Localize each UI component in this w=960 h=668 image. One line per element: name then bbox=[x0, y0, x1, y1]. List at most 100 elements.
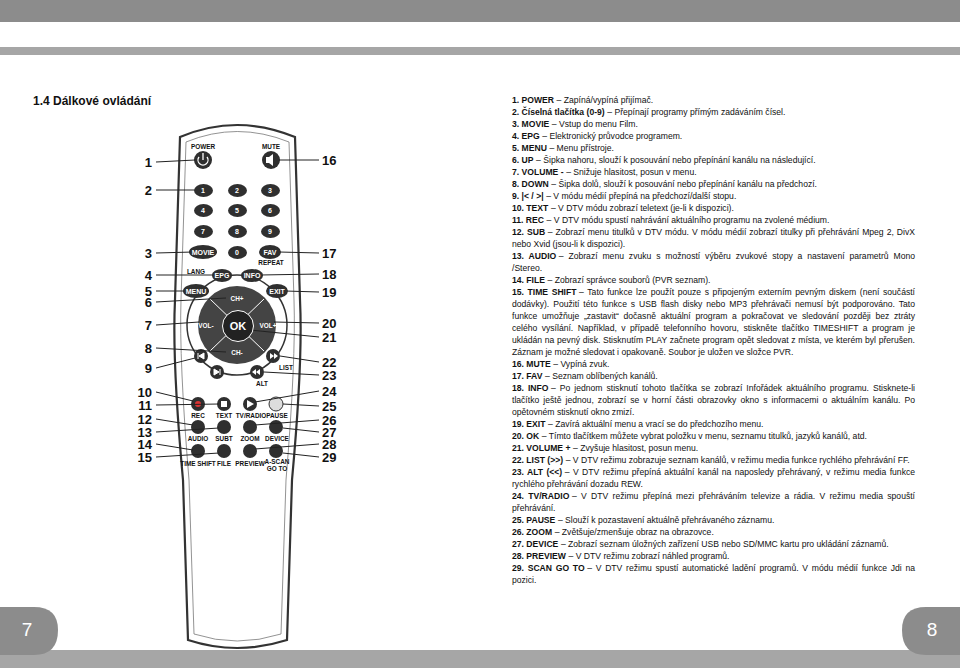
item-key: 18. INFO bbox=[512, 383, 548, 393]
item-text: – Tato funkce lze použít pouze s připoje… bbox=[512, 287, 915, 357]
callout-number: 9 bbox=[145, 361, 152, 376]
callout-number: 28 bbox=[322, 437, 336, 452]
item-key: 9. |< / >| bbox=[512, 191, 544, 201]
button-label: A-SCAN GO TO bbox=[263, 458, 291, 472]
item-key: 17. FAV bbox=[512, 371, 542, 381]
button-label: POWER bbox=[191, 143, 215, 150]
callout-number: 6 bbox=[145, 295, 152, 310]
item-text: – Zvětšuje/zmenšuje obraz na obrazovce. bbox=[555, 527, 714, 537]
item-key: 7. VOLUME - bbox=[512, 167, 564, 177]
item-text: – Tímto tlačítkem můžete vybrat položku … bbox=[542, 431, 867, 441]
list-item: 23. ALT (<<)– V DTV režimu přepíná aktuá… bbox=[512, 466, 915, 490]
button-label: SUBT bbox=[215, 435, 232, 442]
remote-button: 5 bbox=[228, 204, 247, 217]
callout-number: 3 bbox=[145, 246, 152, 261]
item-text: – Šipka nahoru, slouží k posouvání nebo … bbox=[536, 155, 816, 165]
remote-button: 4 bbox=[194, 204, 213, 217]
callout-number: 7 bbox=[145, 318, 152, 333]
button-text: 8 bbox=[235, 228, 239, 235]
callout-number: 17 bbox=[322, 246, 336, 261]
item-key: 20. OK bbox=[512, 431, 539, 441]
remote-button: MENU bbox=[183, 284, 210, 298]
button-label: CH+ bbox=[231, 295, 244, 302]
list-item: 29. SCAN GO TO– V DTV režimu spustí auto… bbox=[512, 562, 915, 586]
callout-number: 12 bbox=[138, 412, 152, 427]
page-tab bbox=[0, 607, 58, 655]
remote-button: 7 bbox=[194, 225, 213, 238]
item-key: 21. VOLUME + bbox=[512, 443, 571, 453]
item-key: 29. SCAN GO TO bbox=[512, 563, 585, 573]
item-text: – Zobrazí správce souborů (PVR seznam). bbox=[548, 275, 711, 285]
item-key: 2. Číselná tlačítka (0-9) bbox=[512, 107, 605, 117]
button-label: REC bbox=[191, 412, 205, 419]
item-text: – Zobrazí menu zvuku s možností výběru z… bbox=[512, 251, 915, 273]
item-key: 6. UP bbox=[512, 155, 534, 165]
button-text: MOVIE bbox=[192, 249, 215, 256]
page-tab bbox=[902, 607, 960, 655]
button-text: 2 bbox=[235, 187, 239, 194]
button-label: TEXT bbox=[216, 412, 232, 419]
item-text: – V módu médií přepíná na předchozí/dalš… bbox=[546, 191, 736, 201]
callout-number: 1 bbox=[145, 155, 152, 170]
item-text: – V DTV režimu zobrazuje seznam kanálů, … bbox=[566, 455, 910, 465]
list-item: 11. REC– V DTV módu spustí nahrávání akt… bbox=[512, 214, 915, 226]
item-text: – Vstup do menu Film. bbox=[552, 119, 638, 129]
button-text: MENU bbox=[186, 288, 207, 295]
button-text: 9 bbox=[268, 228, 272, 235]
page-number: 8 bbox=[927, 619, 938, 641]
button-label: REPEAT bbox=[258, 259, 283, 266]
item-text: – V DTV režimu zobrazí náhled programů. bbox=[569, 551, 730, 561]
item-text: – Zobrazí menu titulků v DTV módu. V mód… bbox=[512, 227, 915, 249]
top-rule bbox=[0, 47, 960, 55]
item-text: – Snižuje hlasitost, posun v menu. bbox=[566, 167, 696, 177]
button-label: VOL- bbox=[198, 322, 213, 329]
callout-number: 10 bbox=[138, 385, 152, 400]
item-key: 13. AUDIO bbox=[512, 251, 556, 261]
list-item: 21. VOLUME +– Zvyšuje hlasitost, posun m… bbox=[512, 442, 915, 454]
button-label: PAUSE bbox=[266, 412, 288, 419]
list-item: 28. PREVIEW– V DTV režimu zobrazí náhled… bbox=[512, 550, 915, 562]
item-text: – V DTV režimu přepíná aktuální kanál na… bbox=[512, 467, 915, 489]
button-label: MUTE bbox=[262, 143, 280, 150]
remote-button: MOVIE bbox=[189, 245, 218, 259]
callout-number: 20 bbox=[322, 316, 336, 331]
callout-number: 8 bbox=[145, 341, 152, 356]
list-item: 9. |< / >|– V módu médií přepíná na před… bbox=[512, 190, 915, 202]
remote-body bbox=[174, 125, 300, 648]
item-key: 10. TEXT bbox=[512, 203, 548, 213]
list-item: 5. MENU– Menu přístroje. bbox=[512, 142, 915, 154]
callout-number: 29 bbox=[322, 450, 336, 465]
description-list: 1. POWER– Zapíná/vypíná přijímač.2. Číse… bbox=[512, 94, 915, 586]
callout-number: 19 bbox=[322, 285, 336, 300]
list-item: 6. UP– Šipka nahoru, slouží k posouvání … bbox=[512, 154, 915, 166]
list-item: 20. OK– Tímto tlačítkem můžete vybrat po… bbox=[512, 430, 915, 442]
section-title: 1.4 Dálkové ovládání bbox=[33, 94, 151, 108]
list-item: 4. EPG– Elektronický průvodce programem. bbox=[512, 130, 915, 142]
button-text: 6 bbox=[268, 207, 272, 214]
button-text: FAV bbox=[263, 249, 276, 256]
list-item: 22. LIST (>>)– V DTV režimu zobrazuje se… bbox=[512, 454, 915, 466]
item-text: – Slouží k pozastavení aktuálně přehráva… bbox=[558, 515, 774, 525]
list-item: 3. MOVIE– Vstup do menu Film. bbox=[512, 118, 915, 130]
remote-button: EPG bbox=[212, 269, 233, 282]
item-key: 15. TIME SHIFT bbox=[512, 287, 577, 297]
remote-button: OK bbox=[222, 310, 254, 342]
button-label: VOL+ bbox=[260, 322, 277, 329]
list-item: 24. TV/RADIO– V DTV režimu přepíná mezi … bbox=[512, 490, 915, 514]
item-key: 3. MOVIE bbox=[512, 119, 549, 129]
item-key: 16. MUTE bbox=[512, 359, 551, 369]
list-item: 17. FAV– Seznam oblíbených kanálů. bbox=[512, 370, 915, 382]
button-text: 1 bbox=[201, 187, 205, 194]
button-label: CH- bbox=[231, 349, 242, 356]
list-item: 19. EXIT– Zavírá aktuální menu a vrací s… bbox=[512, 418, 915, 430]
callout-number: 15 bbox=[138, 450, 152, 465]
item-text: – Zapíná/vypíná přijímač. bbox=[557, 95, 654, 105]
item-key: 25. PAUSE bbox=[512, 515, 555, 525]
list-item: 1. POWER– Zapíná/vypíná přijímač. bbox=[512, 94, 915, 106]
button-label: TV/RADIO bbox=[236, 412, 267, 419]
button-label: DEVICE bbox=[265, 435, 289, 442]
button-label: LIST bbox=[279, 364, 293, 371]
item-key: 26. ZOOM bbox=[512, 527, 552, 537]
button-text: EPG bbox=[215, 272, 230, 279]
item-text: – Po jednom stisknutí tohoto tlačítka se… bbox=[512, 383, 915, 417]
